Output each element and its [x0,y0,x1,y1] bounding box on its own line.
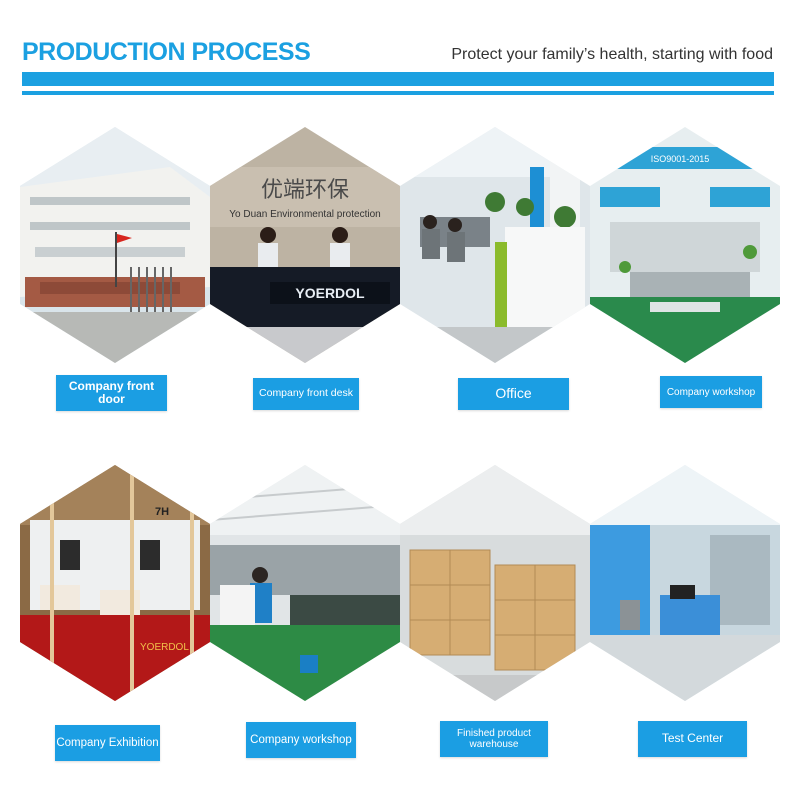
label-finished-product-warehouse: Finished product warehouse [440,721,548,757]
photo-company-workshop: ISO9001-2015 [590,127,780,363]
label-office: Office [458,378,569,410]
photo-company-exhibition: 7H YOERDOL [20,465,210,701]
photo-company-workshop-2 [210,465,400,701]
exhibition-logo: YOERDOL [140,642,189,653]
exhibition-booth-number: 7H [155,506,169,518]
workshop-banner: ISO9001-2015 [651,154,710,164]
label-company-front-desk: Company front desk [253,378,359,410]
label-company-workshop-1: Company workshop [660,376,762,408]
photo-test-center [590,465,780,701]
photo-company-front-door [20,127,210,363]
label-company-front-door: Company front door [56,375,167,411]
photo-company-front-desk: 优端环保 Yo Duan Environmental protection YO… [210,127,400,363]
label-test-center: Test Center [638,721,747,757]
photo-office [400,127,590,363]
label-company-exhibition: Company Exhibition [55,725,160,761]
header-divider-thin [22,91,774,95]
photo-finished-product-warehouse [400,465,590,701]
header-divider-thick [22,72,774,86]
front-desk-logo: YOERDOL [295,285,365,301]
page-title: PRODUCTION PROCESS [22,38,311,66]
front-desk-chinese-sign: 优端环保 [261,178,349,203]
label-company-workshop-2: Company workshop [246,722,356,758]
front-desk-english-sign: Yo Duan Environmental protection [229,209,380,220]
page-tagline: Protect your family’s health, starting w… [451,46,773,63]
